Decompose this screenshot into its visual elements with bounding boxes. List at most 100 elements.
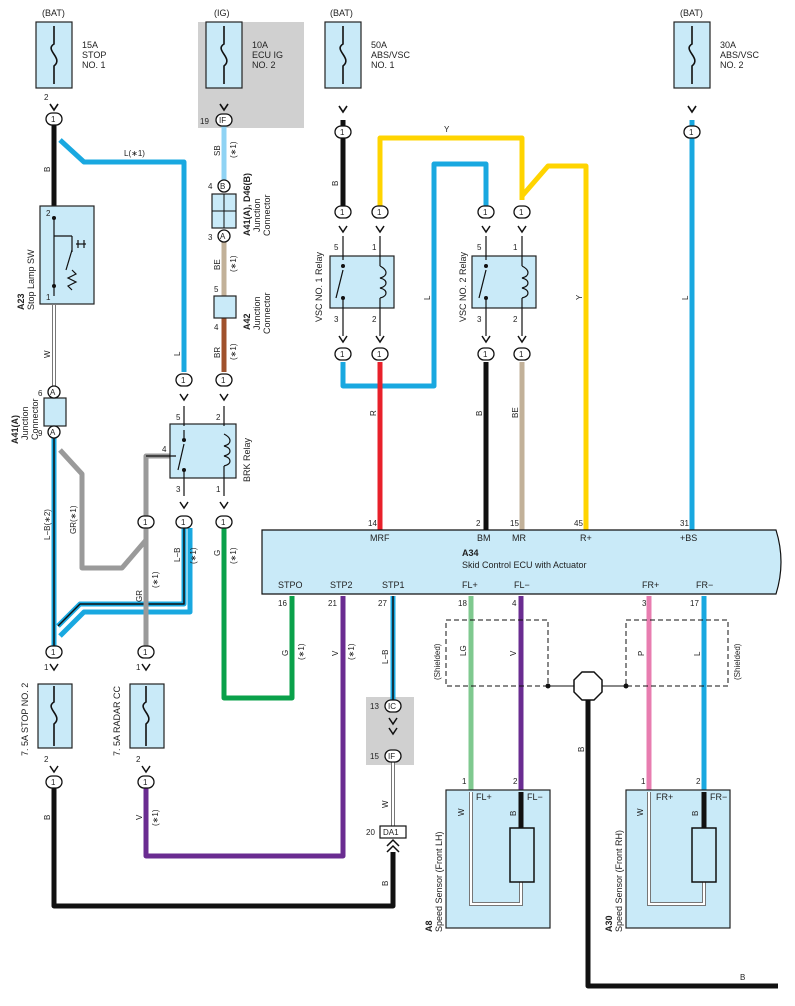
pin-number: 3 — [208, 233, 213, 242]
connector-label: 1 — [377, 208, 382, 217]
fuse-stop-no2: 1 1 7. 5A STOP NO. 2 2 1 — [20, 645, 73, 789]
wire-label: P — [637, 651, 646, 656]
junction-connector-a41a: A A 6 9 A41(A) Junction Connector — [10, 385, 67, 444]
pin-number: 1 — [462, 777, 467, 786]
fuse-ecu-ig-no2: (IG) 10A ECU IG NO. 2 19 IF — [200, 8, 283, 127]
wire-label: W — [43, 350, 52, 358]
connector-label: 1 — [340, 128, 345, 137]
wire-label: L — [693, 651, 702, 656]
pin-number: 5 — [214, 285, 219, 294]
pin-number: 15 — [370, 752, 379, 761]
vsc-no1-relay: 1 1 5 1 3 2 VSC NO. 1 Relay 1 1 — [314, 205, 395, 361]
fuse-label: 7. 5A STOP NO. 2 — [20, 683, 30, 756]
sensor-pin-label: FL+ — [476, 792, 492, 802]
ecu-pin-number: 4 — [512, 599, 517, 608]
wire-label: BE — [213, 259, 222, 270]
wire-label: (∗1) — [229, 255, 238, 272]
pin-number: 2 — [513, 315, 518, 324]
connector-label: 1 — [181, 518, 186, 527]
wire-label: Y — [575, 294, 584, 300]
wire-label: LG — [459, 645, 468, 656]
fuse-abs-vsc-no2: (BAT) 30A ABS/VSC NO. 2 1 — [673, 8, 760, 139]
connectors-ic-if-da1: IC 13 IF 15 DA1 20 — [366, 699, 407, 853]
speed-sensor-fr: 1 2 FR+ FR− W B A30 Speed Sensor (Front … — [604, 777, 731, 932]
wire-label: (∗1) — [347, 643, 356, 660]
wire-label: L — [423, 295, 432, 300]
pin-number: 5 — [477, 243, 482, 252]
fuse-abs-vsc-no1: (BAT) 50A ABS/VSC NO. 1 1 — [324, 8, 411, 139]
junction-connector-a42: 5 4 A42 Junction Connector — [213, 285, 272, 334]
wire-y-relays — [377, 135, 525, 208]
connector-label: B — [220, 182, 225, 191]
pin-number: 1 — [641, 777, 646, 786]
pin-number: 3 — [176, 485, 181, 494]
component-name: Skid Control ECU with Actuator — [462, 560, 587, 570]
component-name: Speed Sensor (Front RH) — [614, 830, 624, 932]
connector-label: 1 — [483, 208, 488, 217]
wire-label: V — [135, 814, 144, 820]
wires — [51, 118, 778, 989]
ecu-pin-number: 17 — [690, 599, 699, 608]
wire-color-label: W — [457, 808, 466, 816]
pin-number: 4 — [162, 445, 167, 454]
ecu-pin-name: STP1 — [382, 580, 405, 590]
wire-label: V — [509, 650, 518, 656]
pin-number: 2 — [44, 755, 49, 764]
shielded-label: (Shielded) — [733, 643, 742, 680]
wire-label: G — [281, 650, 290, 656]
connector-label: 1 — [221, 376, 226, 385]
connector-label: 1 — [519, 350, 524, 359]
sensor-pin-label: FL− — [527, 792, 543, 802]
connector-label: 1 — [181, 376, 186, 385]
ecu-pin-name: MR — [512, 533, 526, 543]
wire-b-stop2-da1 — [51, 788, 396, 909]
fuse-stop-no1: (BAT) 15A STOP NO. 1 2 1 — [35, 8, 106, 126]
wire-color-label: B — [509, 811, 518, 816]
connector-label: A — [50, 388, 56, 397]
fuse-name: ECU IG — [252, 50, 283, 60]
component-name: Connector — [30, 398, 40, 440]
connector-label: IC — [388, 702, 396, 711]
pin-number: 13 — [370, 702, 379, 711]
ecu-pin-name: R+ — [580, 533, 592, 543]
component-name: Junction — [252, 198, 262, 232]
wire-label: L — [681, 295, 690, 300]
component-name: Junction — [20, 406, 30, 440]
component-name: Stop Lamp SW — [26, 249, 36, 310]
pin-number: 4 — [208, 182, 213, 191]
wire-label: BE — [511, 407, 520, 418]
fuse-name: STOP — [82, 50, 106, 60]
fuse-name: ABS/VSC — [371, 50, 411, 60]
component-id: A34 — [462, 548, 479, 558]
wire-label: L−B(∗2) — [43, 509, 52, 540]
ecu-pin-number: BM — [477, 533, 491, 543]
wire-label: (∗1) — [229, 547, 238, 564]
wire-color-label: W — [636, 808, 645, 816]
ecu-pin-name: FR+ — [642, 580, 659, 590]
ecu-pin-number: 45 — [574, 519, 583, 528]
pin-number: 5 — [176, 413, 181, 422]
component-id: A41(A), D46(B) — [242, 173, 252, 236]
ecu-pin-name: +BS — [680, 533, 697, 543]
component-name: VSC NO. 1 Relay — [314, 251, 324, 322]
ecu-pin-number: 31 — [680, 519, 689, 528]
wire-label: (∗1) — [151, 809, 160, 826]
pin-number: 2 — [696, 777, 701, 786]
ecu-pin-name: MRF — [370, 533, 390, 543]
wire-label: G — [213, 550, 222, 556]
wire-label: B — [43, 167, 52, 172]
wire-y-r-plus — [520, 163, 589, 530]
connector-label: IF — [388, 752, 395, 761]
wire-label: L−B — [173, 548, 182, 562]
ecu-pin-number: 15 — [510, 519, 519, 528]
wire-label: R — [369, 410, 378, 416]
pin-number: 6 — [38, 389, 43, 398]
pin-number: 3 — [477, 315, 482, 324]
wire-label: Y — [444, 125, 450, 134]
pin-number: 2 — [44, 93, 49, 102]
connector-label: 1 — [221, 518, 226, 527]
fuse-label: 7. 5A RADAR CC — [112, 685, 122, 756]
ecu-pin-number: 16 — [278, 599, 287, 608]
wire-g-brk-stpo — [221, 528, 295, 701]
fuse-name: NO. 2 — [252, 60, 276, 70]
